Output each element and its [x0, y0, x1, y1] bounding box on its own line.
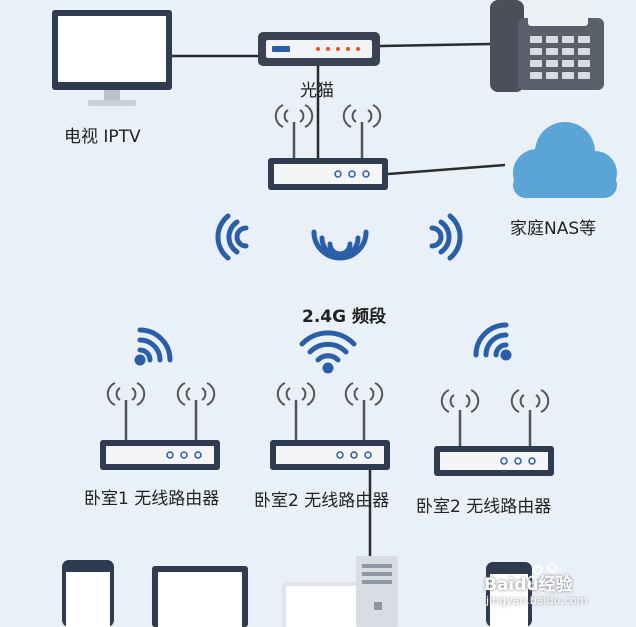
watermark-logo: Baidu经验	[484, 575, 573, 595]
monitor-icon	[52, 10, 172, 106]
phone-icon	[490, 0, 604, 92]
wifi-icon-router3	[473, 322, 512, 361]
nas-label: 家庭NAS等	[510, 219, 597, 239]
router3-label: 卧室2 无线路由器	[416, 497, 552, 517]
router-icon-bedroom1	[100, 382, 220, 470]
smartphone-icon-right	[486, 562, 532, 627]
watermark-url: jingyan.baidu.com	[486, 594, 588, 607]
band-label: 2.4G 频段	[302, 307, 386, 327]
modem-icon	[258, 32, 380, 66]
router2-label: 卧室2 无线路由器	[254, 491, 390, 511]
modem-label: 光猫	[300, 81, 334, 101]
tv-label: 电视 IPTV	[64, 127, 141, 147]
line-modem-phone	[379, 42, 491, 48]
router1-label: 卧室1 无线路由器	[84, 489, 220, 509]
smartphone-icon-left	[62, 560, 114, 627]
router-icon-bedroom2	[270, 382, 390, 470]
connection-lines	[172, 42, 506, 560]
laptop-icon	[152, 566, 248, 627]
wifi-icon-main-signals	[215, 213, 463, 261]
baidu-paw-icon	[527, 563, 563, 594]
wifi-icon-router1	[134, 327, 173, 366]
wifi-icon-router2	[299, 330, 357, 374]
line-router-nas	[387, 163, 506, 176]
cloud-icon	[513, 122, 617, 198]
desktop-icon	[282, 556, 398, 627]
router-icon-main	[268, 104, 388, 190]
router-icon-bedroom3	[434, 389, 554, 476]
